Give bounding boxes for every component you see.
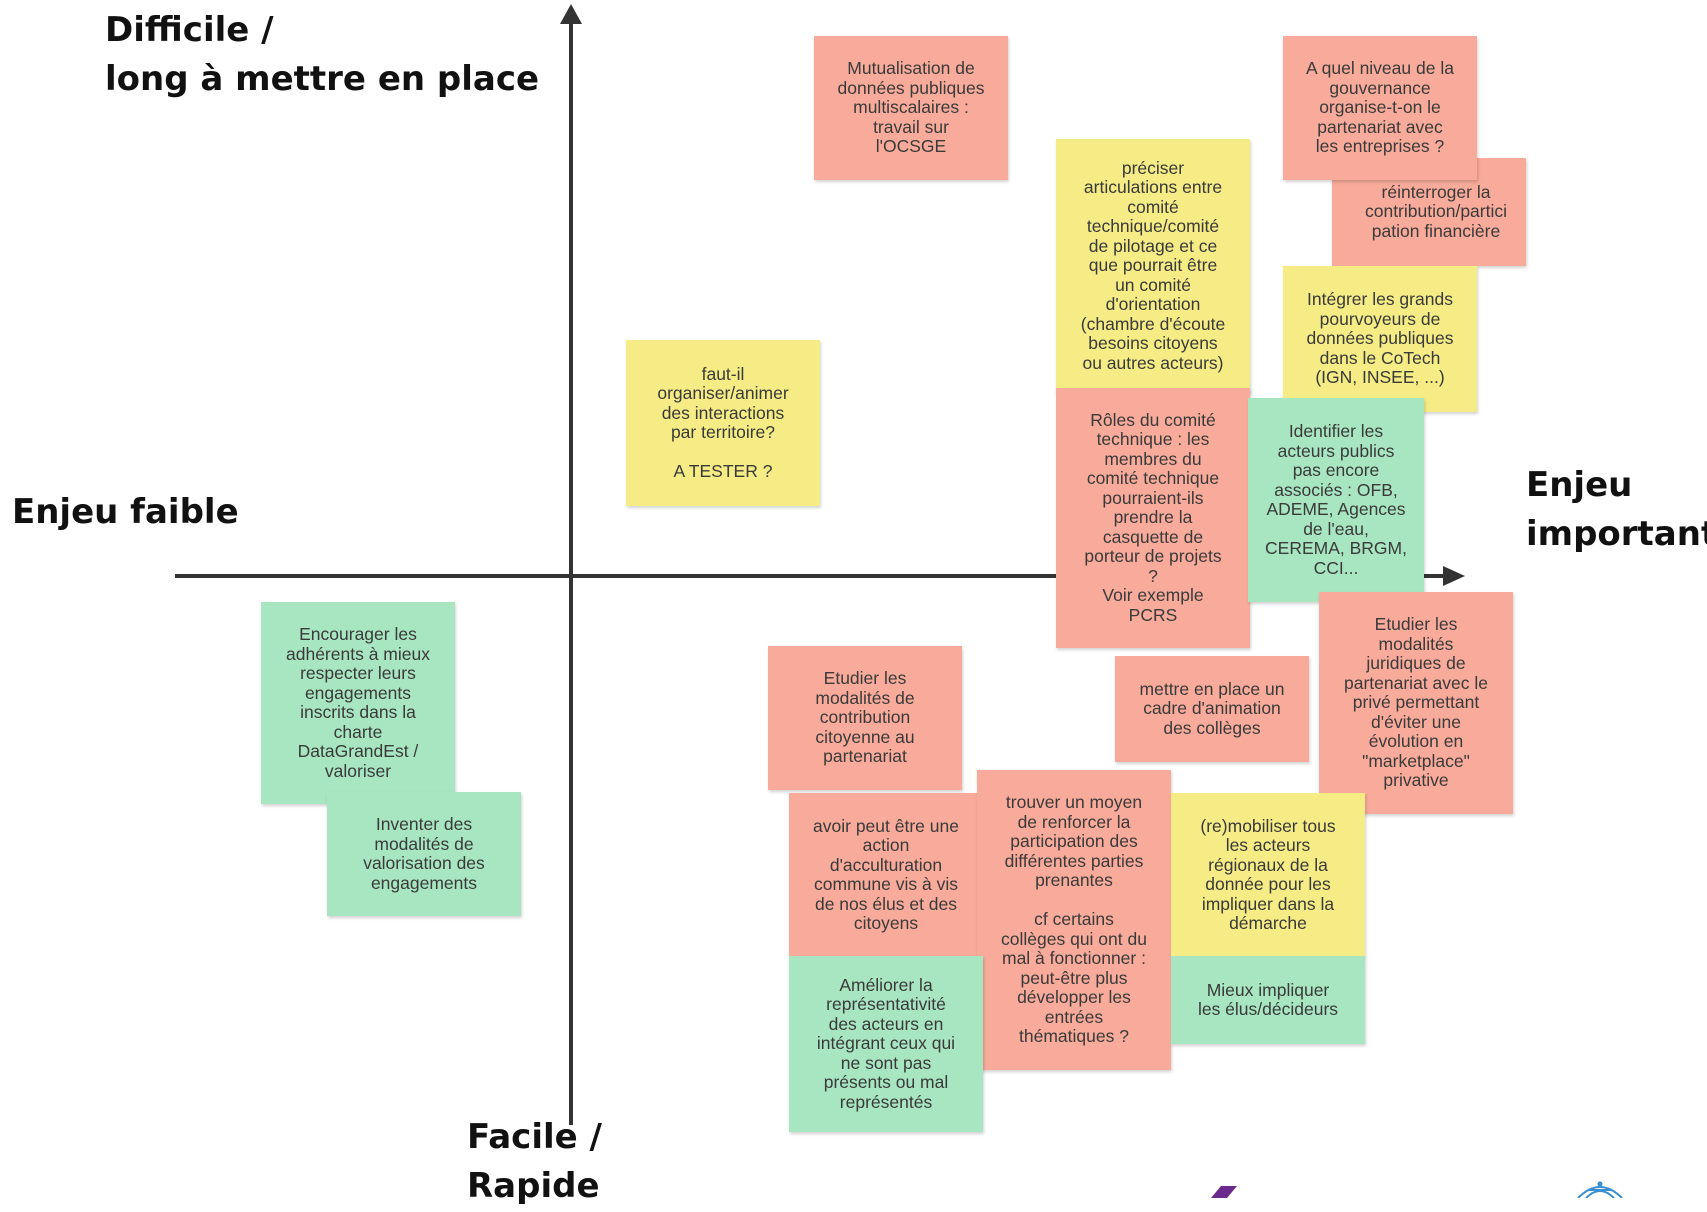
logo-network-icon — [1577, 1181, 1623, 1198]
vertical-axis-arrowhead — [560, 4, 582, 24]
sticky-note[interactable]: préciser articulations entre comité tech… — [1056, 139, 1250, 393]
sticky-note[interactable]: avoir peut être une action d'acculturati… — [789, 793, 983, 957]
sticky-note[interactable]: Etudier les modalités juridiques de part… — [1319, 592, 1513, 814]
axis-label-top: Difficile / long à mettre en place — [105, 10, 540, 100]
horizontal-axis-arrowhead — [1443, 566, 1465, 586]
sticky-note[interactable]: mettre en place un cadre d'animation des… — [1115, 656, 1309, 762]
sticky-note[interactable]: A quel niveau de la gouvernance organise… — [1283, 36, 1477, 180]
sticky-note[interactable]: trouver un moyen de renforcer la partici… — [977, 770, 1171, 1070]
sticky-note[interactable]: (re)mobiliser tous les acteurs régionaux… — [1171, 793, 1365, 957]
axis-label-bottom: Facile / Rapide — [467, 1117, 602, 1207]
sticky-note[interactable]: Mutualisation de données publiques multi… — [814, 36, 1008, 180]
sticky-note[interactable]: Mieux impliquer les élus/décideurs — [1171, 956, 1365, 1044]
sticky-note[interactable]: Inventer des modalités de valorisation d… — [327, 792, 521, 916]
sticky-note[interactable]: Rôles du comité technique : les membres … — [1056, 388, 1250, 648]
axis-label-left: Enjeu faible — [12, 492, 239, 532]
sticky-note[interactable]: Intégrer les grands pourvoyeurs de donné… — [1283, 266, 1477, 412]
sticky-note[interactable]: faut-il organiser/animer des interaction… — [626, 340, 820, 506]
sticky-note[interactable]: Etudier les modalités de contribution ci… — [768, 646, 962, 790]
logo-slash-mark — [1211, 1186, 1237, 1198]
sticky-note[interactable]: Améliorer la représentativité des acteur… — [789, 956, 983, 1132]
axis-label-right: Enjeu important — [1526, 465, 1707, 555]
sticky-note[interactable]: Identifier les acteurs publics pas encor… — [1248, 398, 1424, 602]
sticky-note[interactable]: Encourager les adhérents à mieux respect… — [261, 602, 455, 804]
